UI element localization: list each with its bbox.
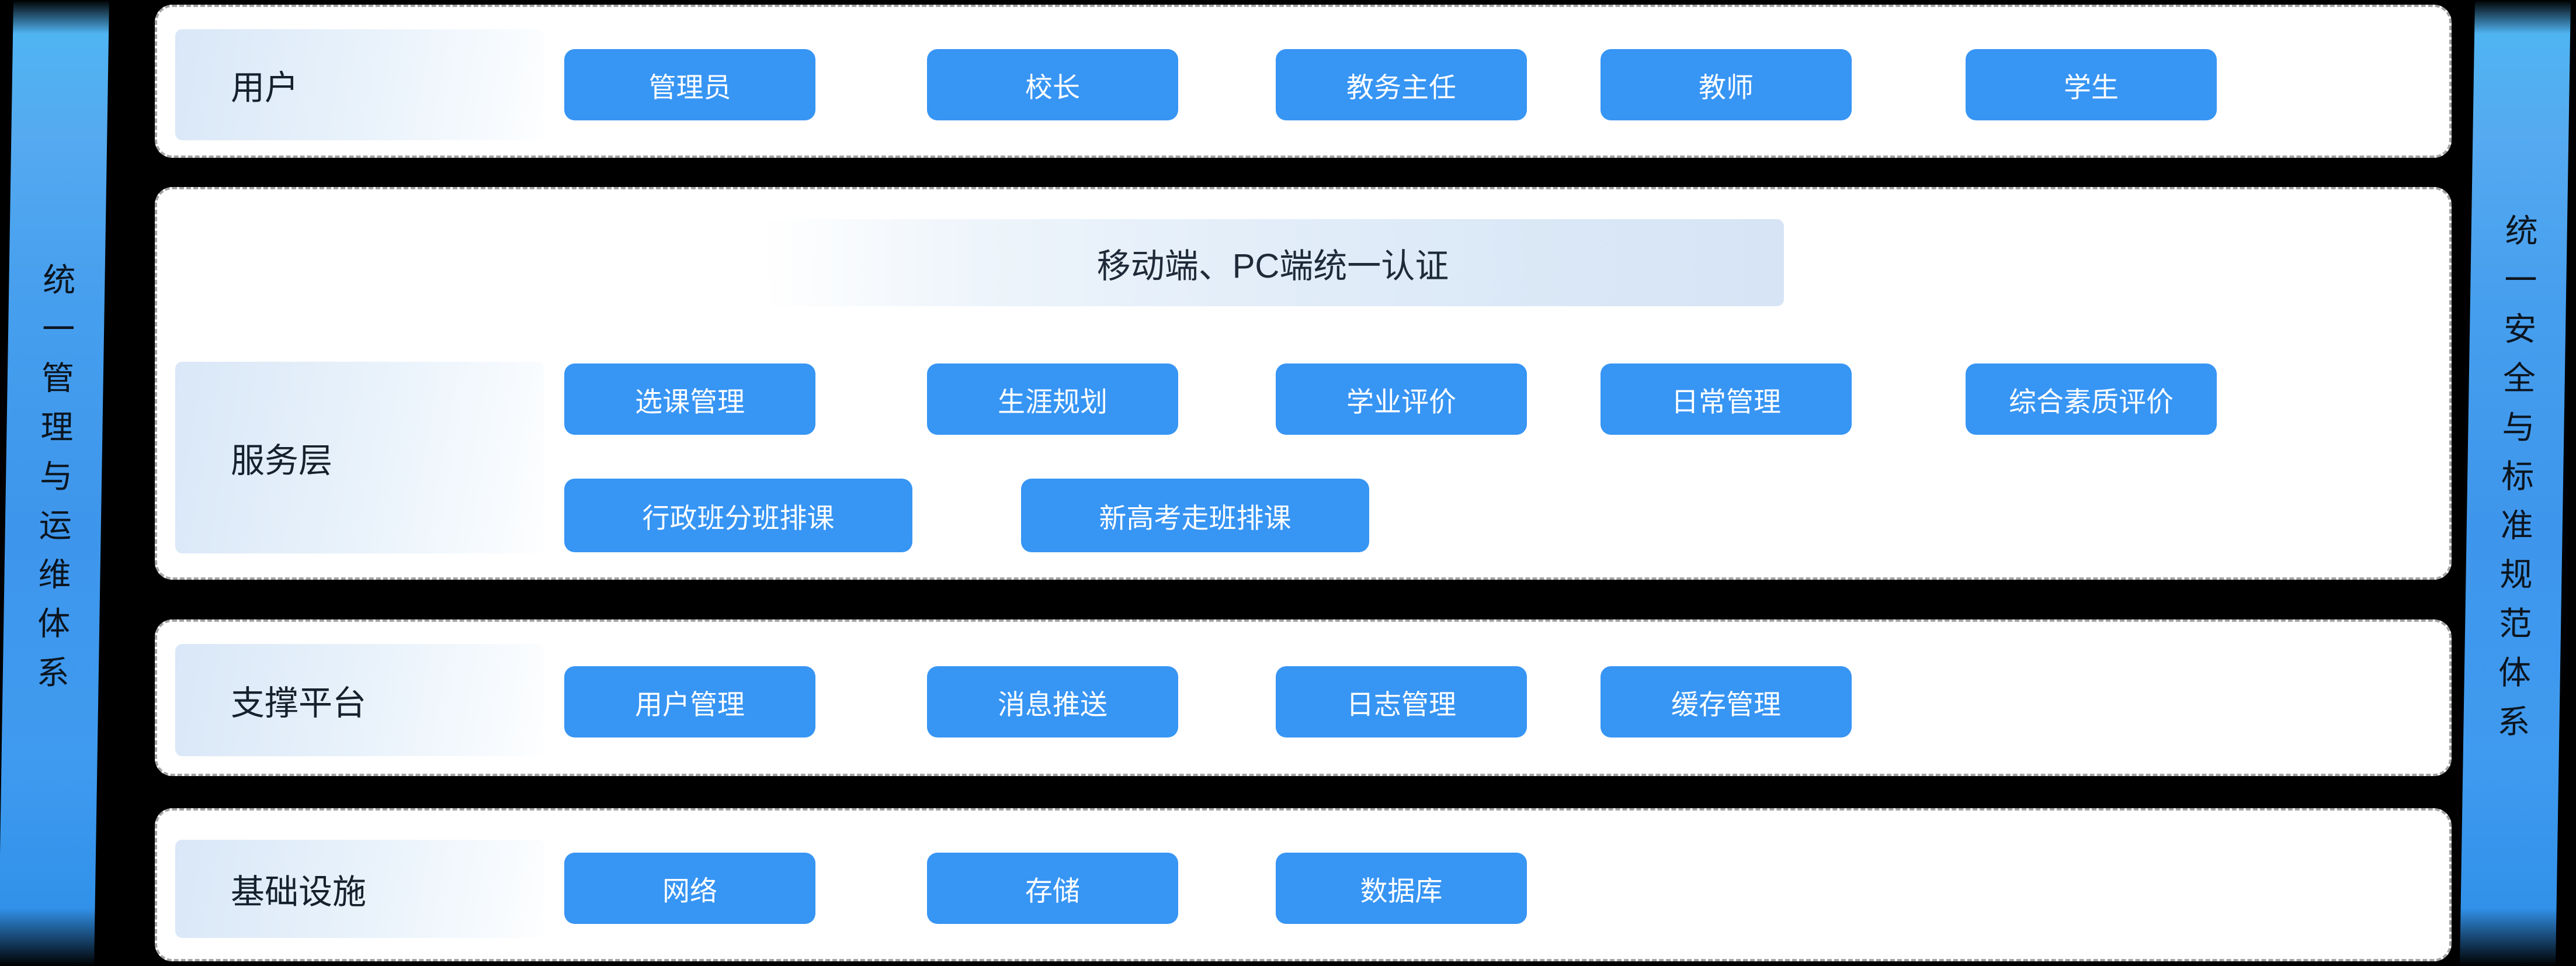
node-chip: 学业评价 bbox=[1276, 363, 1527, 435]
layer-row-users: 用户 管理员 校长 教务主任 教师 学生 bbox=[155, 5, 2452, 158]
layer-label-support: 支撑平台 bbox=[175, 644, 544, 756]
left-ribbon: 统一管理与运维体系 bbox=[0, 0, 109, 966]
layer-label-text: 服务层 bbox=[231, 442, 333, 480]
layer-label-text: 支撑平台 bbox=[231, 684, 367, 722]
layer-row-service: 移动端、PC端统一认证 服务层 选课管理 生涯规划 学业评价 日常管理 综合素质… bbox=[155, 187, 2452, 580]
node-chip: 学生 bbox=[1966, 49, 2217, 120]
node-chip: 数据库 bbox=[1276, 853, 1527, 924]
node-chip: 综合素质评价 bbox=[1966, 363, 2217, 435]
node-chip: 新高考走班排课 bbox=[1021, 479, 1369, 552]
node-chip: 用户管理 bbox=[564, 666, 815, 738]
layer-label-service: 服务层 bbox=[175, 362, 544, 553]
right-ribbon-label: 统一安全与标准规范体系 bbox=[2492, 213, 2538, 753]
left-ribbon-label: 统一管理与运维体系 bbox=[32, 262, 76, 704]
layer-label-text: 基础设施 bbox=[231, 873, 367, 911]
node-chip: 日志管理 bbox=[1276, 666, 1527, 738]
node-chip: 校长 bbox=[927, 49, 1178, 120]
node-chip: 管理员 bbox=[564, 49, 815, 120]
layer-row-support: 支撑平台 用户管理 消息推送 日志管理 缓存管理 bbox=[155, 619, 2452, 776]
node-chip: 日常管理 bbox=[1601, 363, 1852, 435]
layer-label-text: 用户 bbox=[231, 69, 299, 107]
unified-auth-banner-text: 移动端、PC端统一认证 bbox=[1096, 247, 1449, 285]
node-chip: 选课管理 bbox=[564, 363, 815, 435]
layer-label-users: 用户 bbox=[175, 29, 544, 140]
node-chip: 网络 bbox=[564, 853, 815, 924]
unified-auth-banner: 移动端、PC端统一认证 bbox=[762, 219, 1784, 306]
node-chip: 教师 bbox=[1601, 49, 1852, 120]
node-chip: 消息推送 bbox=[927, 666, 1178, 738]
node-chip: 存储 bbox=[927, 853, 1178, 924]
node-chip: 生涯规划 bbox=[927, 363, 1178, 435]
right-ribbon: 统一安全与标准规范体系 bbox=[2460, 0, 2571, 966]
node-chip: 缓存管理 bbox=[1601, 666, 1852, 738]
node-chip: 行政班分班排课 bbox=[564, 479, 912, 552]
layer-row-infra: 基础设施 网络 存储 数据库 bbox=[155, 808, 2452, 961]
layer-label-infra: 基础设施 bbox=[175, 840, 544, 938]
node-chip: 教务主任 bbox=[1276, 49, 1527, 120]
